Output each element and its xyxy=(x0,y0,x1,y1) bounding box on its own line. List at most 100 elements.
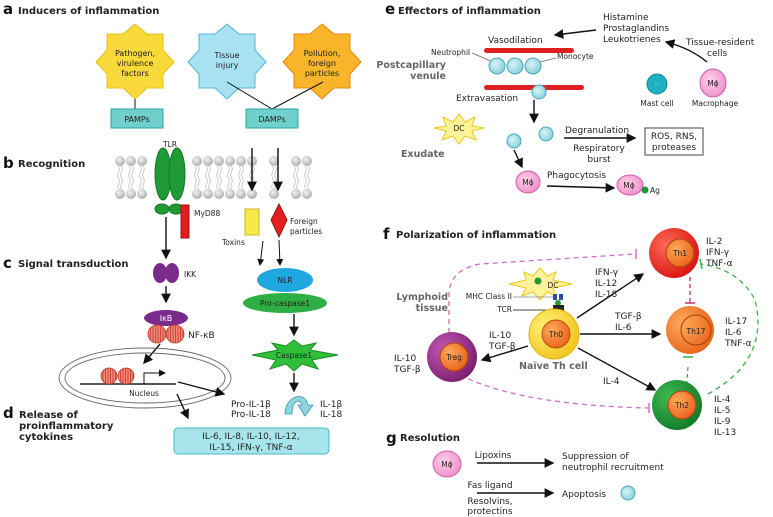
nfkb-label: NF-κB xyxy=(188,331,215,341)
macrophage-cell xyxy=(432,450,462,478)
mediator-label: Histamine xyxy=(603,13,649,23)
connector xyxy=(271,81,324,110)
neutrophil-cell xyxy=(488,57,506,75)
th1-cell: Th1 xyxy=(649,228,699,278)
cytokine-label: IL-5 xyxy=(714,406,730,416)
section-letter: g xyxy=(386,429,397,447)
label: injury xyxy=(216,61,239,70)
lipid-tail xyxy=(139,165,142,190)
macrophage-cell xyxy=(616,174,644,196)
foreign-label: Foreign xyxy=(290,217,318,226)
dc-label: DC xyxy=(453,124,464,133)
th0-cell: Th0 xyxy=(528,308,580,360)
ikb-nfkb-complex: IκB NF-κB xyxy=(144,310,215,344)
procaspase1: Pro-caspase1 xyxy=(243,293,327,313)
th0-label: Th0 xyxy=(548,330,563,339)
section-f: f Polarization of inflammation Lymphoid … xyxy=(383,225,759,438)
lipid-tail xyxy=(230,165,233,190)
resolvins-label: Resolvins, xyxy=(467,497,512,507)
section-title: Polarization of inflammation xyxy=(396,230,556,241)
mast-cell xyxy=(646,73,668,95)
macrophage-cell xyxy=(699,68,727,98)
section-letter: e xyxy=(385,0,395,18)
section-title: Recognition xyxy=(18,159,85,170)
cytokine-label: IL-2 xyxy=(706,237,722,247)
lipid-tail xyxy=(216,165,219,190)
mhc-shape xyxy=(553,294,557,300)
section-title: cytokines xyxy=(19,432,73,443)
lymphoid-label: Lymphoid xyxy=(396,292,448,303)
nucleus: Nucleus xyxy=(58,347,232,409)
ros-label: proteases xyxy=(652,143,697,153)
apoptotic-neutrophil xyxy=(620,485,636,501)
section-title: Release of xyxy=(19,410,79,421)
exudate-label: Exudate xyxy=(401,149,445,160)
th2-cell: Th2 xyxy=(652,380,702,430)
macrophage-label: Macrophage xyxy=(692,99,739,108)
tcr-label: TCR xyxy=(496,305,512,314)
arrow xyxy=(176,393,189,420)
phagocytosis-label: Phagocytosis xyxy=(547,171,606,181)
cytokine-label: IL-10 xyxy=(489,331,511,341)
dc-label: DC xyxy=(547,281,558,290)
lipid-head xyxy=(126,156,136,166)
pro-il-label: Pro-IL-1β xyxy=(231,400,271,410)
cytokine-label: IL-13 xyxy=(714,428,736,438)
cytokine-label: IL-4 xyxy=(603,377,620,387)
lipid-head xyxy=(115,189,125,199)
fas-label: Fas ligand xyxy=(467,481,512,491)
section-a: a Inducers of inflammation Pathogen, vir… xyxy=(3,0,362,129)
resolvins-label: protectins xyxy=(467,507,512,517)
label: virulence xyxy=(117,59,154,68)
cytokine-label: IFN-γ xyxy=(706,248,730,258)
th2-label: Th2 xyxy=(674,401,689,410)
connector xyxy=(226,81,273,110)
antigen-dot xyxy=(555,300,561,306)
lipoxins-label: Lipoxins xyxy=(475,451,512,461)
label: Pathogen, xyxy=(115,49,155,58)
cytokine-label: TGF-β xyxy=(488,342,516,352)
label: foreign xyxy=(308,59,336,68)
lipid-head xyxy=(291,189,301,199)
lipid-tail xyxy=(296,165,299,190)
antigen-dot xyxy=(641,186,649,194)
lipid-tail xyxy=(131,165,134,190)
caspase-label: Caspase1 xyxy=(276,351,313,360)
foreign-particle-shape xyxy=(270,202,288,239)
monocyte-cell xyxy=(524,57,542,75)
neutrophil-label: Neutrophil xyxy=(431,48,470,57)
burst-label: burst xyxy=(587,155,611,165)
dc-star: DC xyxy=(508,267,573,301)
foreign-label: particles xyxy=(290,227,322,236)
burst-label: Respiratory xyxy=(573,144,625,154)
degranulation-label: Degranulation xyxy=(565,126,629,136)
section-letter: c xyxy=(3,254,12,272)
lipid-tail xyxy=(128,165,131,190)
leader-line xyxy=(539,57,557,63)
damps-box: DAMPs xyxy=(245,108,299,129)
macrophage-label-inner: Mϕ xyxy=(707,79,718,88)
arrow xyxy=(276,239,284,266)
label: Pollution, xyxy=(304,49,341,58)
lipid-tail xyxy=(249,165,252,190)
lipid-head xyxy=(291,156,301,166)
naive-label: Naïve Th cell xyxy=(519,361,588,372)
nlr-label: NLR xyxy=(278,276,293,285)
cytokine-label: IL-4 xyxy=(714,395,731,405)
tissue-resident-label: cells xyxy=(707,49,727,59)
lipid-head xyxy=(126,189,136,199)
il-label: IL-18 xyxy=(320,410,342,420)
lipid-tail xyxy=(227,165,230,190)
lipid-tail xyxy=(117,165,120,190)
mhc-shape xyxy=(559,294,563,300)
cell-membrane xyxy=(115,156,312,199)
lipid-head xyxy=(137,156,147,166)
lipid-tail xyxy=(304,165,307,190)
macrophage-label-inner: Mϕ xyxy=(441,460,452,469)
tlr-receptor: TLR xyxy=(154,140,186,215)
lipid-head xyxy=(225,189,235,199)
pro-il-label: Pro-IL-18 xyxy=(231,410,271,420)
label: factors xyxy=(121,69,149,78)
ikb-label: IκB xyxy=(160,314,173,323)
